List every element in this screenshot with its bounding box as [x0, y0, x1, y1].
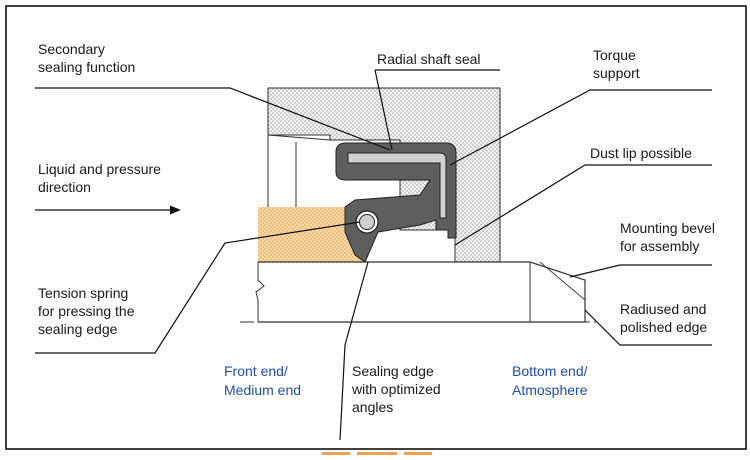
shaft-break	[255, 262, 265, 322]
label-secondary-sealing-1: Secondary	[38, 41, 105, 57]
label-mounting-bevel-1: Mounting bevel	[620, 220, 715, 236]
leader-mounting-bevel	[569, 264, 712, 278]
mounting-bevel-edge	[539, 261, 586, 301]
tension-spring-core	[359, 214, 375, 230]
label-tension-spring-2: for pressing the	[38, 303, 135, 319]
label-torque-support-2: support	[593, 65, 640, 81]
label-liquid-pressure-1: Liquid and pressure	[38, 161, 161, 177]
label-tension-spring-1: Tension spring	[38, 285, 128, 301]
label-secondary-sealing-2: sealing function	[38, 59, 135, 75]
label-front-end-2: Medium end	[224, 382, 301, 398]
seal-insert	[347, 152, 447, 219]
leader-radial-seal	[374, 69, 393, 151]
leader-radiused-edge	[584, 309, 712, 346]
leader-tension-spring	[35, 221, 361, 354]
label-radiused-edge-2: polished edge	[620, 319, 707, 335]
accent-bar-3	[404, 452, 432, 455]
medium-area	[258, 207, 368, 262]
label-sealing-edge-2: with optimized	[351, 381, 441, 397]
pressure-arrow-head	[170, 205, 181, 215]
label-radial-shaft-seal: Radial shaft seal	[377, 51, 481, 67]
label-dust-lip: Dust lip possible	[590, 145, 692, 161]
label-torque-support-1: Torque	[593, 47, 636, 63]
leader-sealing-edge	[339, 261, 369, 441]
label-mounting-bevel-2: for assembly	[620, 238, 699, 254]
housing-line	[267, 134, 331, 141]
label-bottom-end-1: Bottom end/	[512, 363, 588, 379]
label-bottom-end-2: Atmosphere	[512, 382, 588, 398]
accent-bar-1	[322, 452, 350, 455]
label-liquid-pressure-2: direction	[38, 179, 91, 195]
leader-secondary-sealing	[35, 87, 391, 151]
shaft	[258, 261, 586, 323]
leader-torque-support	[449, 89, 712, 166]
label-sealing-edge-1: Sealing edge	[352, 363, 434, 379]
accent-bar-2	[357, 452, 397, 455]
label-radiused-edge-1: Radiused and	[620, 301, 706, 317]
leader-dust-lip	[454, 164, 712, 246]
diagram-frame	[5, 5, 747, 450]
label-front-end-1: Front end/	[224, 363, 288, 379]
label-sealing-edge-3: angles	[352, 399, 393, 415]
label-tension-spring-3: sealing edge	[38, 321, 118, 337]
